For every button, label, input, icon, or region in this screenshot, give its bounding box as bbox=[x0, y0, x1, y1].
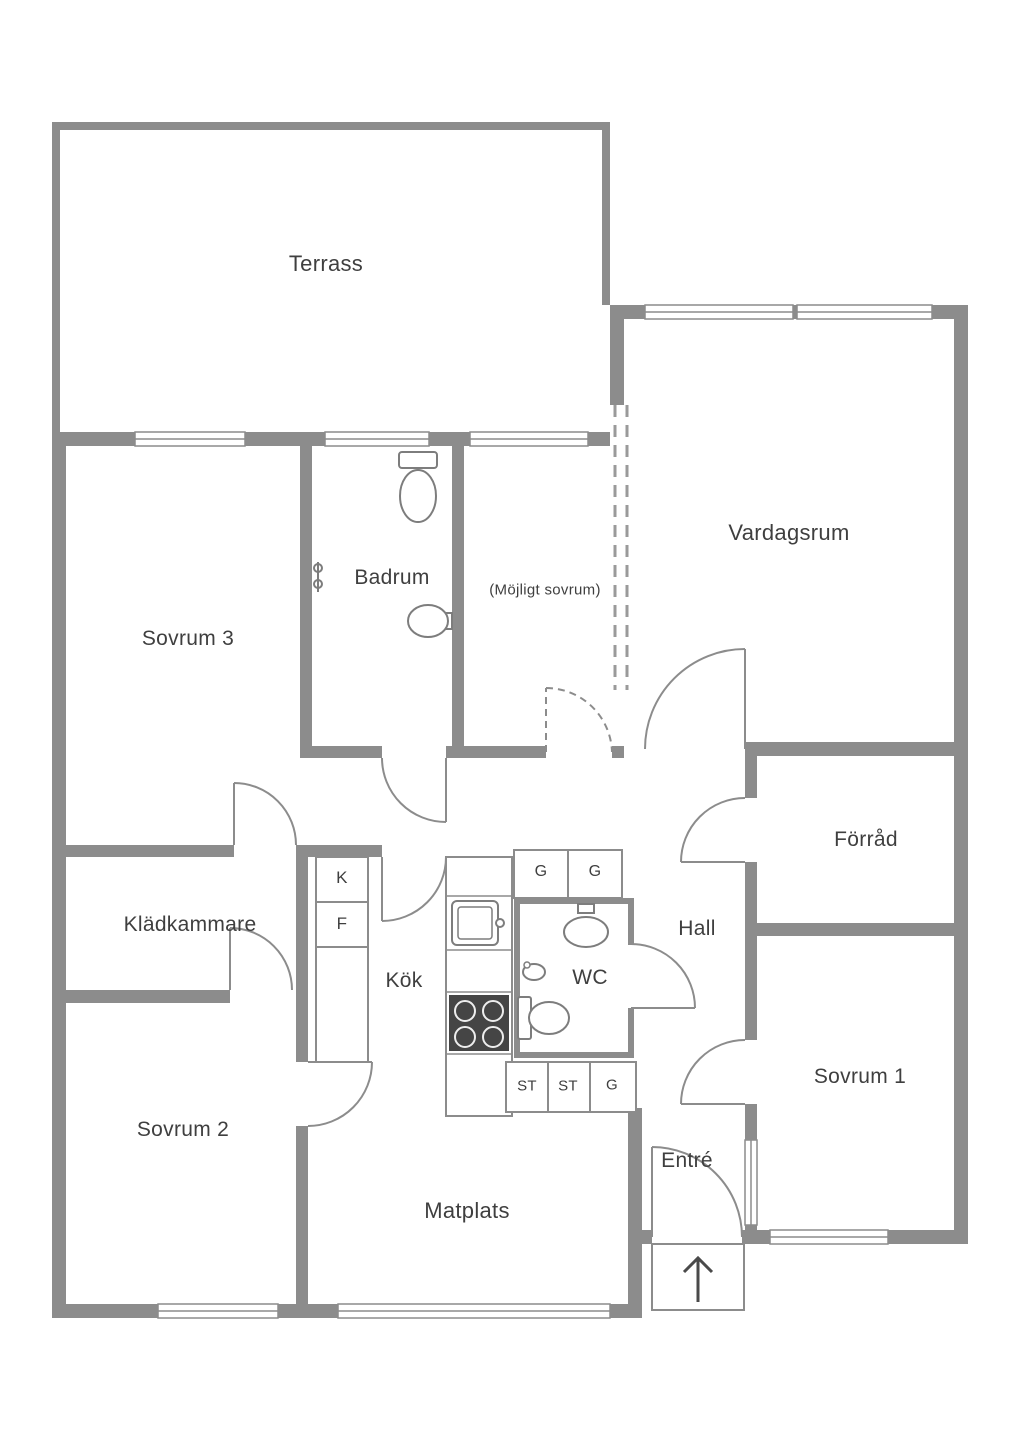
cabinet-label-st1: ST bbox=[517, 1077, 537, 1095]
wall-sovrum3-badrum bbox=[300, 446, 312, 758]
wardrobe-g2 bbox=[567, 849, 623, 899]
tall-cabinet bbox=[315, 946, 369, 1063]
room-label-badrum: Badrum bbox=[354, 566, 430, 589]
window-sovrum3 bbox=[134, 431, 246, 447]
door-sovrum2 bbox=[307, 1061, 373, 1127]
kitchen-sink-icon bbox=[451, 900, 505, 946]
wall-corridor-b bbox=[446, 746, 546, 758]
wall-vardagsrum-bottom bbox=[745, 742, 968, 756]
window-vardagsrum-1 bbox=[644, 304, 794, 320]
door-mojligt-dashed bbox=[545, 687, 613, 753]
room-label-sovrum1: Sovrum 1 bbox=[813, 1065, 907, 1088]
bathroom-sink-icon bbox=[407, 604, 453, 638]
dashed-partition bbox=[613, 405, 629, 690]
wall-forrad-sovrum1 bbox=[757, 923, 954, 936]
wall-bottom-right-a bbox=[642, 1230, 652, 1244]
window-sovrum1 bbox=[769, 1229, 889, 1245]
window-mojligt bbox=[469, 431, 589, 447]
door-badrum bbox=[381, 757, 447, 823]
door-wc bbox=[630, 943, 696, 1009]
room-label-hall: Hall bbox=[678, 917, 716, 940]
room-label-sovrum3: Sovrum 3 bbox=[141, 627, 235, 650]
room-label-wc: WC bbox=[572, 966, 608, 989]
wall-badrum-mojligt bbox=[452, 446, 464, 758]
room-label-mojligt-sovrum: (Möjligt sovrum) bbox=[489, 581, 601, 599]
door-sovrum1 bbox=[680, 1039, 746, 1105]
fridge-cabinet bbox=[315, 856, 369, 903]
cabinet-label-g1: G bbox=[534, 863, 548, 880]
entrance-marker bbox=[651, 1243, 745, 1311]
room-label-kok: Kök bbox=[385, 969, 423, 992]
room-label-sovrum2: Sovrum 2 bbox=[136, 1118, 230, 1141]
wc-wall-left bbox=[514, 898, 520, 1058]
wall-corridor-a bbox=[300, 746, 382, 758]
wc-toilet-icon bbox=[517, 996, 570, 1040]
wall-step bbox=[628, 1230, 642, 1318]
cabinet-label-g3: G bbox=[606, 1076, 618, 1094]
room-label-vardagsrum: Vardagsrum bbox=[728, 520, 850, 545]
cabinet-label-k: K bbox=[336, 868, 348, 887]
cabinet-label-st2: ST bbox=[558, 1077, 578, 1095]
wc-wall-right-a bbox=[628, 898, 634, 945]
wall-entre-left bbox=[628, 1108, 642, 1230]
wc-wall-top bbox=[514, 898, 633, 904]
terrace-wall-top bbox=[52, 122, 610, 130]
wc-basin-icon bbox=[563, 903, 609, 948]
room-label-terrass: Terrass bbox=[288, 251, 364, 276]
wall-kitchen-west-b bbox=[296, 1126, 308, 1318]
wall-kladkammare-bottom bbox=[66, 990, 230, 1003]
window-badrum bbox=[324, 431, 430, 447]
wall-hall-east-a bbox=[745, 742, 757, 798]
door-entry bbox=[651, 1146, 743, 1238]
room-label-forrad: Förråd bbox=[834, 828, 898, 851]
terrace-wall-right bbox=[602, 130, 610, 305]
shower-mixer-icon bbox=[313, 562, 323, 592]
cabinet-label-g2: G bbox=[588, 863, 602, 880]
wc-small-basin-icon bbox=[522, 961, 546, 981]
wall-left bbox=[52, 446, 66, 1318]
room-label-kladkammare: Klädkammare bbox=[123, 913, 257, 936]
wall-hall-east-b bbox=[745, 862, 757, 1040]
wall-junction bbox=[610, 319, 624, 405]
room-label-entre: Entré bbox=[661, 1149, 713, 1172]
wc-wall-right-b bbox=[628, 1008, 634, 1058]
room-label-matplats: Matplats bbox=[424, 1198, 510, 1223]
door-kladkammare bbox=[229, 927, 293, 991]
cleaning-closet-st1 bbox=[505, 1061, 549, 1113]
wall-kitchen-west-a bbox=[296, 845, 308, 1062]
freezer-cabinet bbox=[315, 901, 369, 948]
wardrobe-g3 bbox=[589, 1061, 637, 1113]
door-vardagsrum bbox=[644, 648, 746, 750]
wardrobe-g1 bbox=[513, 849, 569, 899]
toilet-icon bbox=[398, 451, 438, 523]
terrace-wall-left bbox=[52, 130, 60, 432]
window-matplats bbox=[337, 1303, 611, 1319]
doors bbox=[229, 648, 746, 1238]
kitchen-counter bbox=[445, 856, 513, 1117]
door-sovrum3 bbox=[233, 782, 297, 846]
window-sovrum2 bbox=[157, 1303, 279, 1319]
wall-right bbox=[954, 319, 968, 1244]
door-kok bbox=[381, 856, 447, 922]
window-entre-sidelight bbox=[744, 1139, 758, 1226]
fixtures bbox=[313, 451, 609, 1051]
wall-sovrum3-bottom bbox=[66, 845, 234, 857]
entrance-arrow-icon bbox=[682, 1255, 714, 1302]
wall-kitchen-top bbox=[308, 845, 382, 857]
window-vardagsrum-2 bbox=[796, 304, 933, 320]
stove-icon bbox=[449, 995, 509, 1051]
door-forrad bbox=[680, 797, 746, 863]
windows bbox=[134, 304, 933, 1319]
wc-wall-bottom bbox=[514, 1052, 633, 1058]
cabinet-label-f: F bbox=[336, 914, 348, 933]
cleaning-closet-st2 bbox=[547, 1061, 591, 1113]
wall-corridor-c bbox=[612, 746, 624, 758]
